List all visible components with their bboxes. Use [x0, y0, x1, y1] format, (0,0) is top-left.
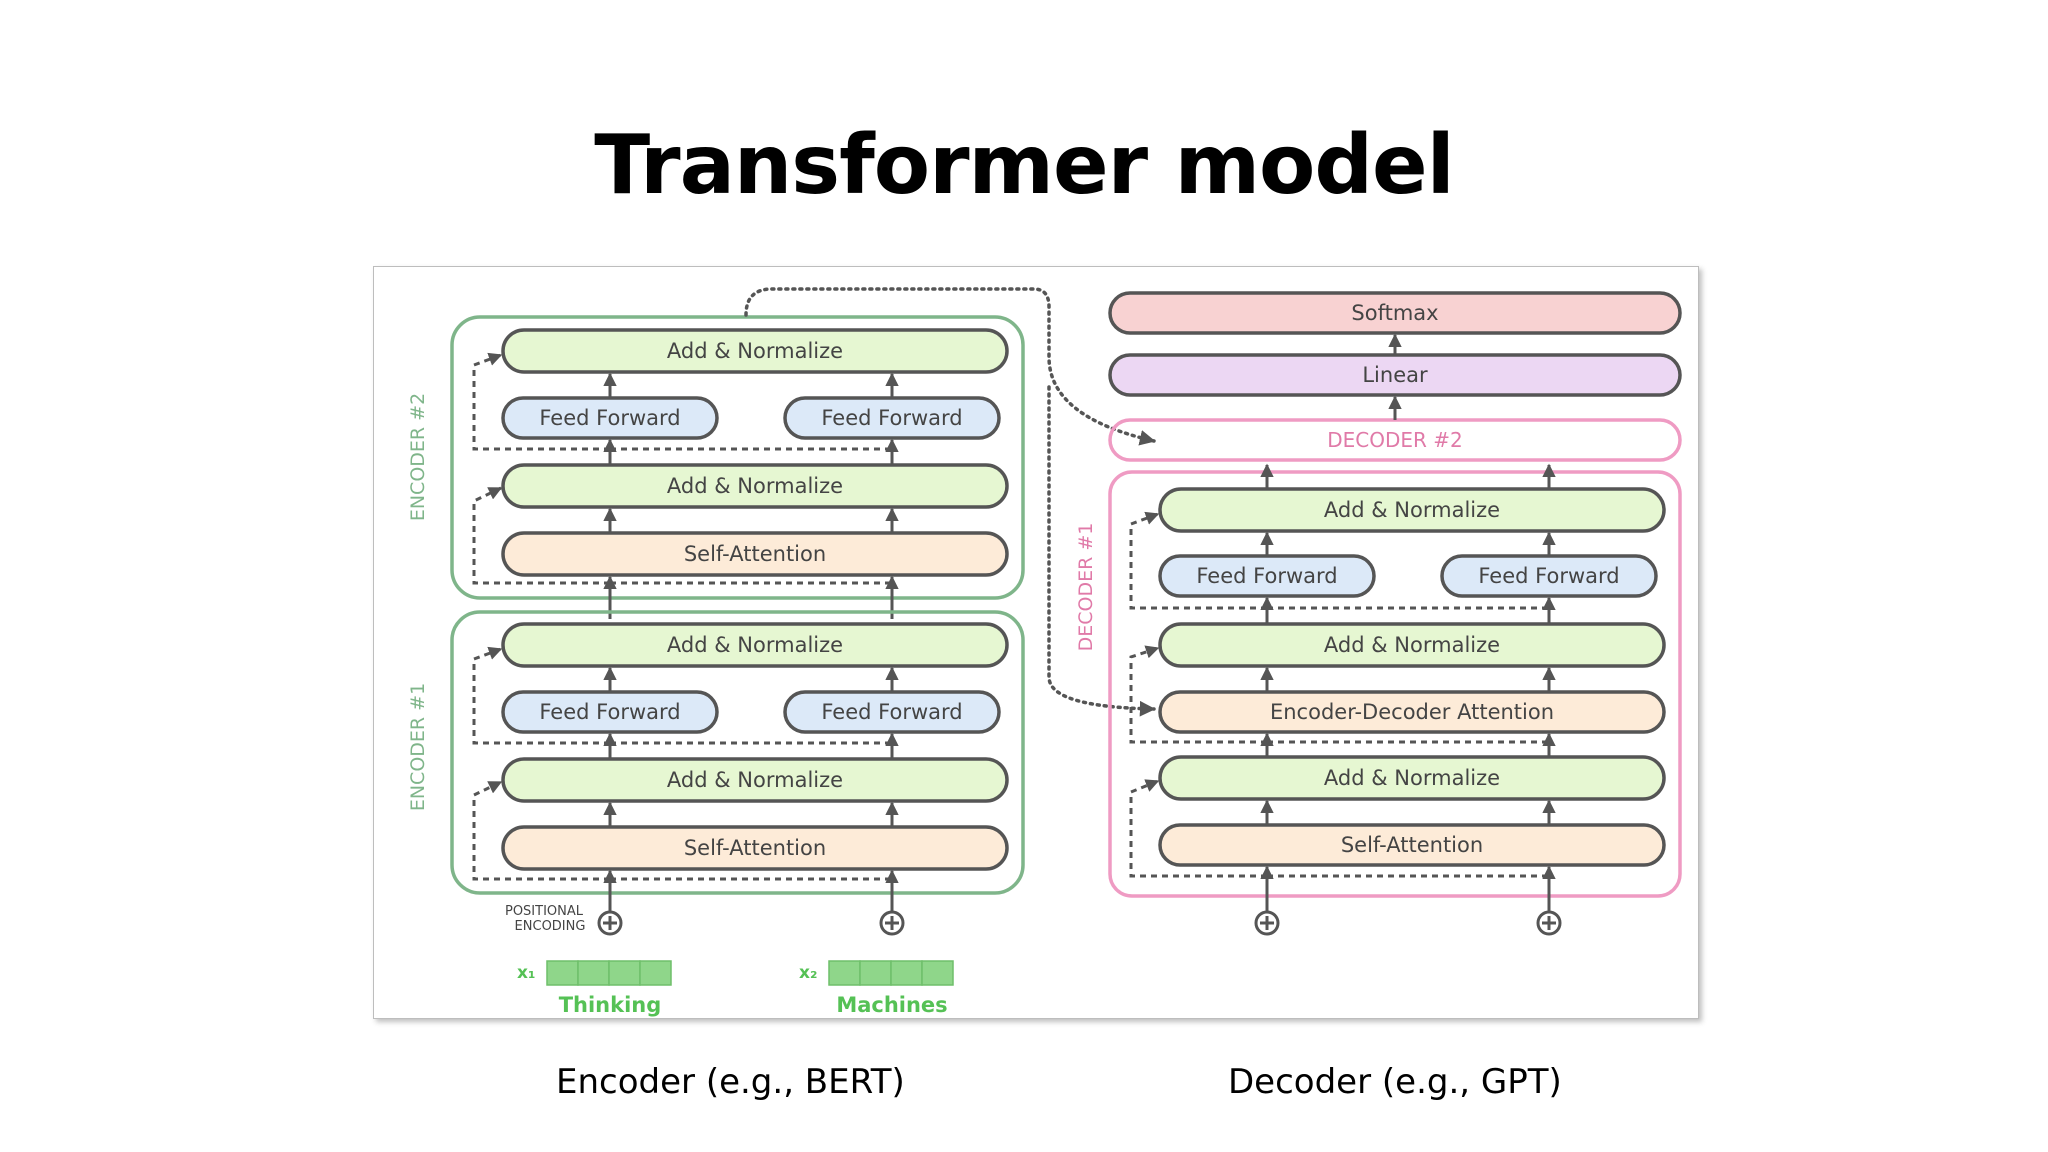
- encoder-2-self-attention: [501, 531, 1009, 577]
- decoder-plus-icon-2: [1536, 910, 1562, 936]
- slide-title: Transformer model: [594, 118, 1455, 213]
- word-thinking: Thinking: [559, 993, 662, 1017]
- decoder-feed-forward-2-label: Feed Forward: [1478, 564, 1619, 588]
- encoder-2-group: [450, 315, 1025, 600]
- decoder-add-normalize-middle: [1158, 622, 1666, 668]
- x1-label: x₁: [517, 963, 535, 983]
- positional-encoding-label-1: POSITIONAL: [505, 904, 584, 919]
- decoder-1-label: DECODER #1: [1075, 523, 1097, 652]
- encoder-2-residuals: [472, 352, 892, 585]
- encoder-2-add-normalize-bottom: [501, 463, 1009, 509]
- encoder-1-feed-forward-2-label: Feed Forward: [821, 700, 962, 724]
- encoder-2-feed-forward-2-label: Feed Forward: [821, 406, 962, 430]
- positional-encoding-label-2: ENCODING: [515, 919, 586, 934]
- encoder-2-add-normalize-top-label: Add & Normalize: [667, 339, 843, 363]
- encoder-2-add-normalize-bottom-label: Add & Normalize: [667, 474, 843, 498]
- encoder-plus-icon-1: [597, 910, 623, 936]
- decoder-add-normalize-bottom-label: Add & Normalize: [1324, 766, 1500, 790]
- encoder-1-arrows: [603, 666, 899, 913]
- decoder-self-attention-label: Self-Attention: [1341, 833, 1483, 857]
- decoder-add-normalize-bottom: [1158, 755, 1666, 801]
- x1-embedding: [546, 960, 672, 986]
- encoder-1-self-attention-label: Self-Attention: [684, 836, 826, 860]
- encoder-plus-icon-2: [879, 910, 905, 936]
- encoder-to-decoder-connection: [744, 287, 1156, 446]
- encoder-to-enc-dec-attention: [1047, 385, 1156, 717]
- decoder-feed-forward-1-label: Feed Forward: [1196, 564, 1337, 588]
- transformer-diagram: ENCODER #2 Add & Normalize Feed Forward …: [373, 266, 1699, 1019]
- encoder-2-feed-forward-1-label: Feed Forward: [539, 406, 680, 430]
- encoder-2-self-attention-label: Self-Attention: [684, 542, 826, 566]
- decoder-add-normalize-middle-label: Add & Normalize: [1324, 633, 1500, 657]
- linear-label: Linear: [1362, 363, 1428, 387]
- encoder-1-add-normalize-top: [501, 622, 1009, 668]
- encoder-2-label: ENCODER #2: [407, 393, 429, 521]
- transformer-diagram-svg: ENCODER #2 Add & Normalize Feed Forward …: [407, 287, 1682, 1017]
- encoder-1-group: [450, 610, 1025, 895]
- encoder-1-add-normalize-bottom-label: Add & Normalize: [667, 768, 843, 792]
- encoder-1-self-attention: [501, 825, 1009, 871]
- decoder-enc-dec-attention: [1158, 690, 1666, 734]
- x2-embedding: [828, 960, 954, 986]
- softmax-label: Softmax: [1351, 301, 1438, 325]
- decoder-plus-icon-1: [1254, 910, 1280, 936]
- decoder-add-normalize-top-label: Add & Normalize: [1324, 498, 1500, 522]
- decoder-add-normalize-top: [1158, 487, 1666, 533]
- encoder-1-label: ENCODER #1: [407, 683, 429, 811]
- softmax-block: [1108, 291, 1682, 335]
- encoder-1-residuals: [472, 646, 892, 881]
- encoder-caption: Encoder (e.g., BERT): [556, 1062, 905, 1102]
- word-machines: Machines: [836, 993, 947, 1017]
- encoder-1-add-normalize-top-label: Add & Normalize: [667, 633, 843, 657]
- x2-label: x₂: [799, 963, 817, 983]
- decoder-self-attention: [1158, 823, 1666, 867]
- encoder-1-feed-forward-1-label: Feed Forward: [539, 700, 680, 724]
- encoder-2-add-normalize-top: [501, 328, 1009, 374]
- decoder-caption: Decoder (e.g., GPT): [1228, 1062, 1562, 1102]
- encoder-1-add-normalize-bottom: [501, 757, 1009, 803]
- decoder-2-label: DECODER #2: [1327, 428, 1463, 452]
- decoder-enc-dec-attention-label: Encoder-Decoder Attention: [1270, 700, 1554, 724]
- decoder-1-group: [1108, 470, 1682, 898]
- decoder-1-residuals: [1129, 511, 1549, 878]
